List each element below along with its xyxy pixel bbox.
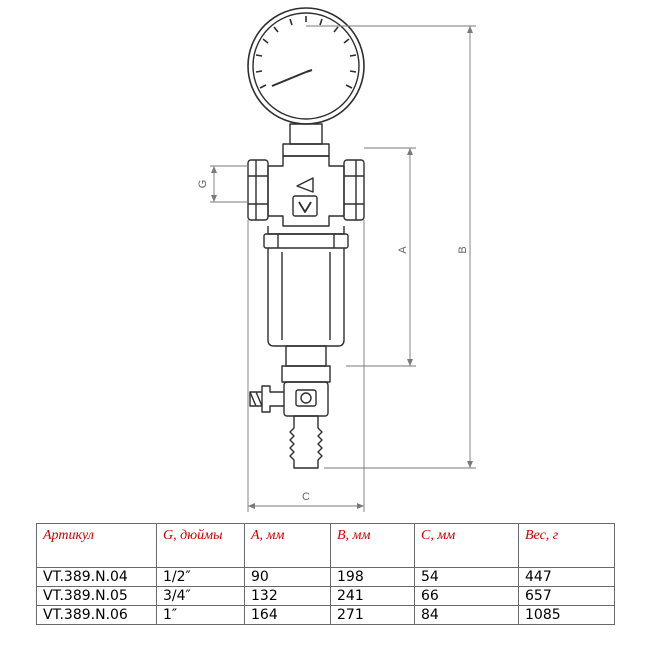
header-c-mm: C, мм bbox=[414, 523, 519, 568]
filter-bowl bbox=[267, 248, 345, 383]
cell-b: 198 bbox=[330, 567, 415, 587]
dimension-label-a: A bbox=[397, 246, 409, 254]
cell-weight: 447 bbox=[518, 567, 615, 587]
dimension-label-b: B bbox=[457, 246, 469, 253]
dimension-label-c: C bbox=[302, 491, 310, 503]
cell-a: 90 bbox=[244, 567, 331, 587]
header-b-mm: B, мм bbox=[330, 523, 415, 568]
cell-c: 84 bbox=[414, 605, 519, 625]
table-row: VT.389.N.04 1/2″ 90 198 54 447 bbox=[36, 567, 615, 587]
cell-g: 3/4″ bbox=[156, 586, 245, 606]
cell-article: VT.389.N.05 bbox=[36, 586, 157, 606]
cell-a: 132 bbox=[244, 586, 331, 606]
gauge-ticks bbox=[255, 16, 357, 89]
table-row: VT.389.N.05 3/4″ 132 241 66 657 bbox=[36, 586, 615, 606]
cell-article: VT.389.N.06 bbox=[36, 605, 157, 625]
table-row: VT.389.N.06 1″ 164 271 84 1085 bbox=[36, 605, 615, 625]
dimension-lines bbox=[210, 25, 476, 512]
cell-g: 1/2″ bbox=[156, 567, 245, 587]
cell-c: 66 bbox=[414, 586, 519, 606]
cell-article: VT.389.N.04 bbox=[36, 567, 157, 587]
cell-weight: 1085 bbox=[518, 605, 615, 625]
cell-b: 271 bbox=[330, 605, 415, 625]
filter-body bbox=[247, 155, 365, 249]
table-header-row: Артикул G, дюймы A, мм B, мм C, мм Вес, … bbox=[36, 523, 615, 568]
specifications-table: Артикул G, дюймы A, мм B, мм C, мм Вес, … bbox=[36, 523, 615, 625]
pressure-gauge bbox=[247, 7, 365, 157]
cell-a: 164 bbox=[244, 605, 331, 625]
filter-technical-drawing: G A B C bbox=[197, 7, 476, 512]
cell-weight: 657 bbox=[518, 586, 615, 606]
gauge-needle bbox=[271, 71, 307, 87]
cell-c: 54 bbox=[414, 567, 519, 587]
header-a-mm: A, мм bbox=[244, 523, 331, 568]
flow-arrow-icon bbox=[296, 177, 314, 193]
header-article: Артикул bbox=[36, 523, 157, 568]
logo-icon bbox=[298, 201, 312, 213]
cell-b: 241 bbox=[330, 586, 415, 606]
cell-g: 1″ bbox=[156, 605, 245, 625]
header-g-inches: G, дюймы bbox=[156, 523, 245, 568]
drain-valve bbox=[249, 381, 329, 469]
dimension-label-g: G bbox=[197, 180, 209, 189]
header-weight: Вес, г bbox=[518, 523, 615, 568]
